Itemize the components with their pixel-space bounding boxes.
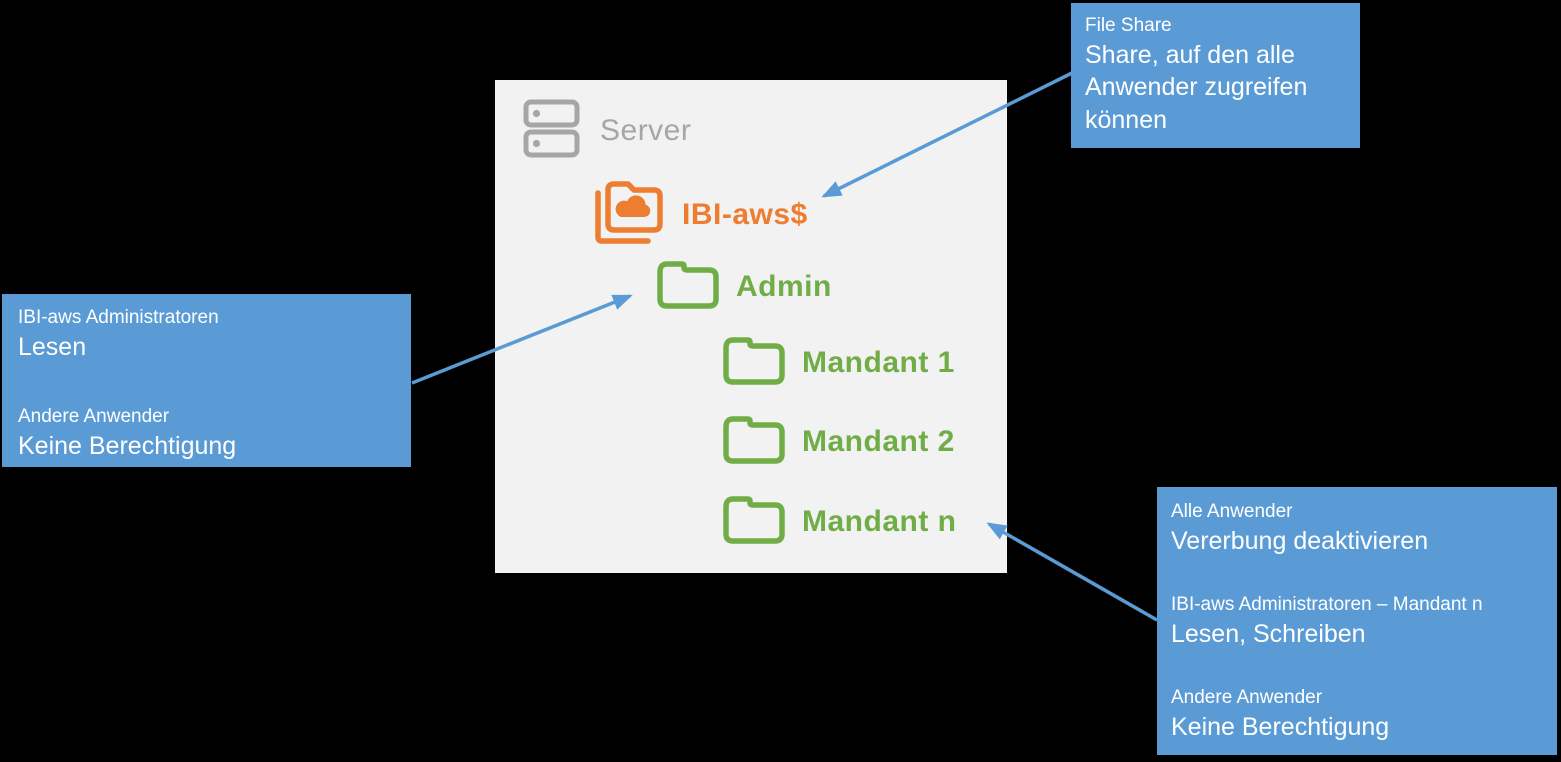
tree-item-label: Mandant 1 [802,346,955,379]
callout-admin-permissions: IBI-aws Administratoren Lesen Andere Anw… [2,294,411,467]
tree-row-mandant-n: Mandant n [722,495,957,550]
tree-item-label: Mandant n [802,505,957,538]
entry-heading: Andere Anwender [1171,687,1323,709]
folder-icon [722,415,786,470]
entry-heading: IBI-aws Administratoren [18,307,219,328]
folder-icon [656,260,720,315]
entry-heading: Andere Anwender [18,406,170,428]
entry-body: Vererbung deaktivieren [1171,526,1429,555]
mandant-arrow [986,522,1158,622]
tree-item-label: Mandant 2 [802,425,955,458]
permission-entry: Alle Anwender Vererbung deaktivieren [1171,499,1543,557]
entry-body: Keine Berechtigung [18,431,237,460]
tree-row-file-share: IBI-aws$ [588,179,808,251]
tree-row-mandant-2: Mandant 2 [722,415,955,470]
folder-icon [722,495,786,550]
entry-heading: Alle Anwender [1171,501,1293,522]
tree-item-label: IBI-aws$ [682,198,808,231]
callout-mandant-permissions: Alle Anwender Vererbung deaktivieren IBI… [1157,487,1557,755]
permission-entry: IBI-aws Administratoren Lesen [18,305,395,363]
server-panel: Server IBI-aws$ Admin [495,80,1007,573]
permission-entry: IBI-aws Administratoren – Mandant n Lese… [1171,592,1543,650]
tree-row-server: Server [523,99,692,164]
server-icon [523,99,580,164]
folder-icon [722,336,786,391]
tree-item-label: Admin [736,270,832,303]
tree-row-admin: Admin [656,260,832,315]
entry-body: Lesen [18,332,87,361]
server-label: Server [600,114,692,147]
tree-row-mandant-1: Mandant 1 [722,336,955,391]
permission-entry: Andere Anwender Keine Berechtigung [18,404,395,462]
entry-heading: IBI-aws Administratoren – Mandant n [1171,594,1483,616]
shared-folder-icon [588,177,670,254]
entry-body: Lesen, Schreiben [1171,619,1366,648]
entry-body: Share, auf den alle Anwender zugreifen k… [1085,40,1308,134]
entry-body: Keine Berechtigung [1171,712,1390,741]
permission-entry: Andere Anwender Keine Berechtigung [1171,685,1543,743]
entry-heading: File Share [1085,15,1172,36]
callout-file-share: File Share Share, auf den alle Anwender … [1071,3,1360,148]
permission-entry: File Share Share, auf den alle Anwender … [1085,13,1346,136]
